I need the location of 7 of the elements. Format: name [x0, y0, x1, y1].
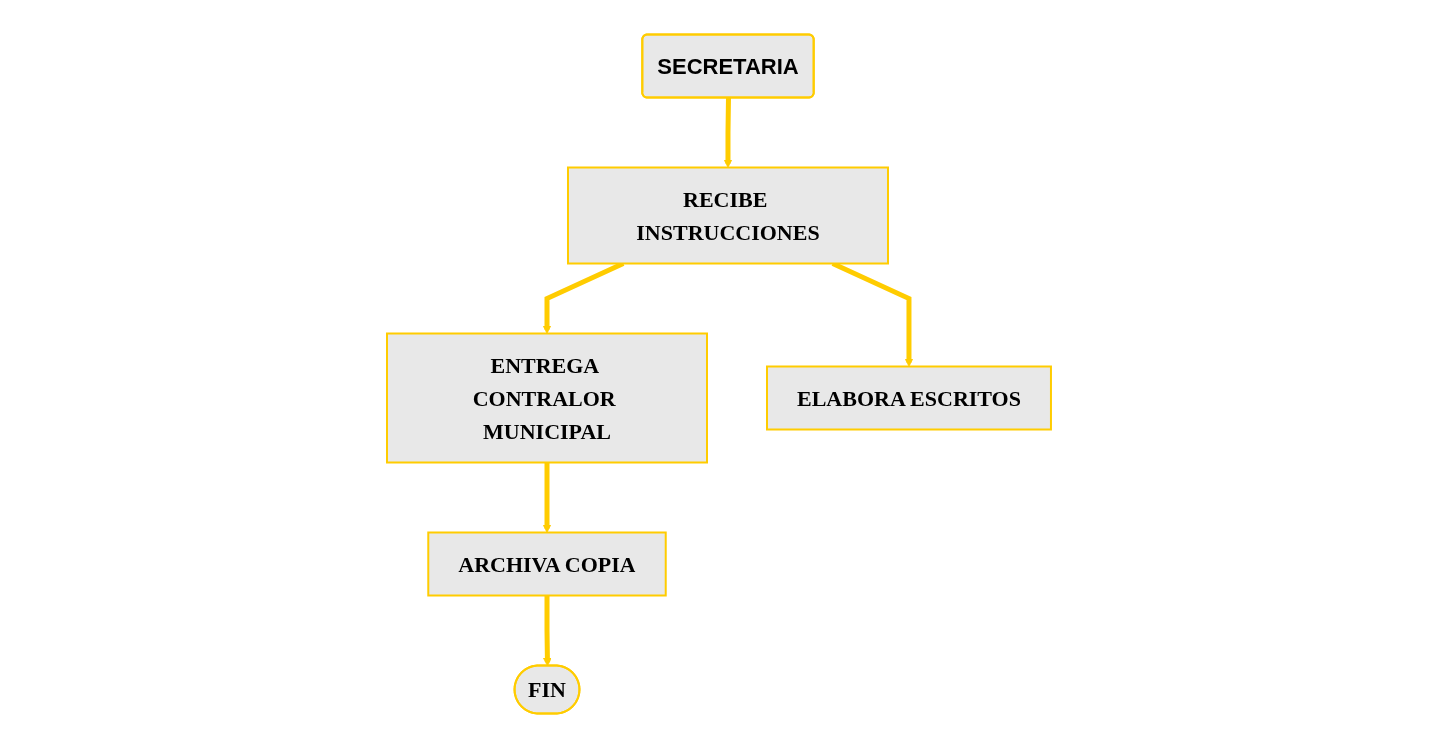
node-box: ENTREGA CONTRALOR MUNICIPAL [386, 332, 708, 464]
node-box: ELABORA ESCRITOS [766, 365, 1052, 431]
arrow [543, 595, 552, 667]
node-box: ARCHIVA COPIA [427, 531, 667, 597]
node-box: RECIBE INSTRUCCIONES [567, 166, 889, 265]
arrow [723, 97, 733, 168]
arrow [542, 462, 552, 533]
